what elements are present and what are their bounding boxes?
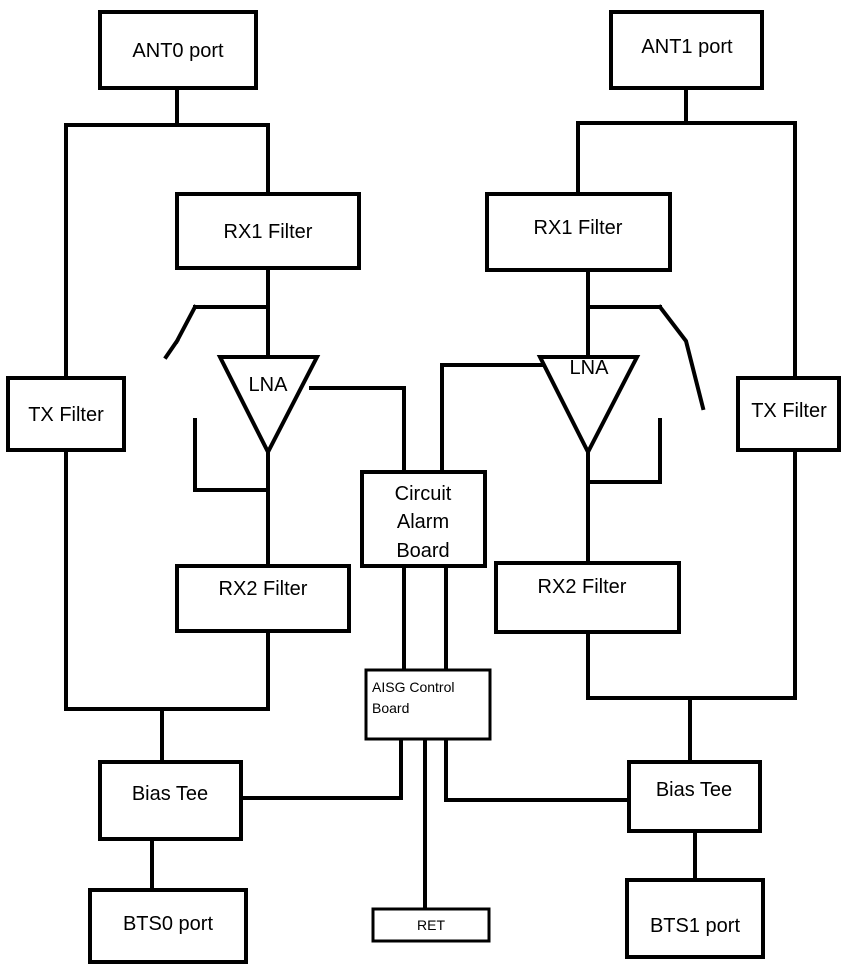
- circuit-alarm-board-line-1: Circuit: [395, 483, 452, 505]
- wire-right-bias-to-aisg: [444, 737, 631, 802]
- rx2-filter-left-block: RX2 Filter: [175, 564, 351, 633]
- tx-filter-left-label: TX Filter: [28, 404, 104, 426]
- ant0-port-block: ANT0 port: [98, 10, 258, 90]
- tx-filter-right-label: TX Filter: [751, 400, 827, 422]
- lna-left-label: LNA: [249, 374, 289, 396]
- circuit-alarm-board-line-3: Board: [396, 540, 449, 562]
- tx-filter-right-block: TX Filter: [736, 376, 841, 452]
- bts0-port-block: BTS0 port: [88, 888, 248, 964]
- wire-left-lna-to-alarm: [309, 386, 406, 474]
- lna-right-label: LNA: [570, 357, 610, 379]
- rx1-filter-right-label: RX1 Filter: [534, 217, 623, 239]
- ret-block: RET: [371, 907, 491, 943]
- aisg-control-board-line-1: AISG Control: [372, 679, 454, 695]
- bias-tee-right-label: Bias Tee: [656, 779, 732, 801]
- wire-right-bypass-bottom: [586, 418, 662, 484]
- ant0-port-label: ANT0 port: [132, 40, 224, 62]
- bts0-port-label: BTS0 port: [123, 913, 213, 935]
- bias-tee-left-block: Bias Tee: [98, 760, 243, 841]
- ant1-port-block: ANT1 port: [609, 10, 764, 90]
- wire-right-lna-to-alarm: [440, 363, 547, 474]
- circuit-alarm-board-line-2: Alarm: [397, 511, 449, 533]
- lna-right-block: LNA: [536, 355, 641, 457]
- wire-left-bias-to-aisg: [239, 737, 403, 800]
- rx1-filter-left-label: RX1 Filter: [224, 221, 313, 243]
- ant1-port-label: ANT1 port: [641, 36, 733, 58]
- aisg-control-board-block: AISG Control Board: [364, 668, 492, 741]
- rx2-filter-left-label: RX2 Filter: [219, 578, 308, 600]
- lna-left-block: LNA: [216, 355, 321, 457]
- bias-tee-right-block: Bias Tee: [627, 760, 762, 833]
- tx-filter-left-block: TX Filter: [6, 376, 126, 452]
- wire-left-switch-arm: [163, 304, 198, 360]
- connection-wires: [64, 86, 797, 911]
- wire-left-bypass-bottom: [193, 418, 270, 492]
- bts1-port-label: BTS1 port: [650, 915, 740, 937]
- rx2-filter-right-block: RX2 Filter: [494, 561, 681, 634]
- wire-right-switch-arm: [657, 304, 706, 411]
- rx1-filter-left-block: RX1 Filter: [175, 192, 361, 270]
- circuit-alarm-board-block: Circuit Alarm Board: [360, 470, 487, 568]
- rx1-filter-right-block: RX1 Filter: [485, 192, 672, 272]
- rx2-filter-right-label: RX2 Filter: [538, 576, 627, 598]
- ret-label: RET: [417, 917, 445, 933]
- bias-tee-left-label: Bias Tee: [132, 783, 208, 805]
- bts1-port-block: BTS1 port: [625, 878, 765, 959]
- aisg-control-board-line-2: Board: [372, 700, 409, 716]
